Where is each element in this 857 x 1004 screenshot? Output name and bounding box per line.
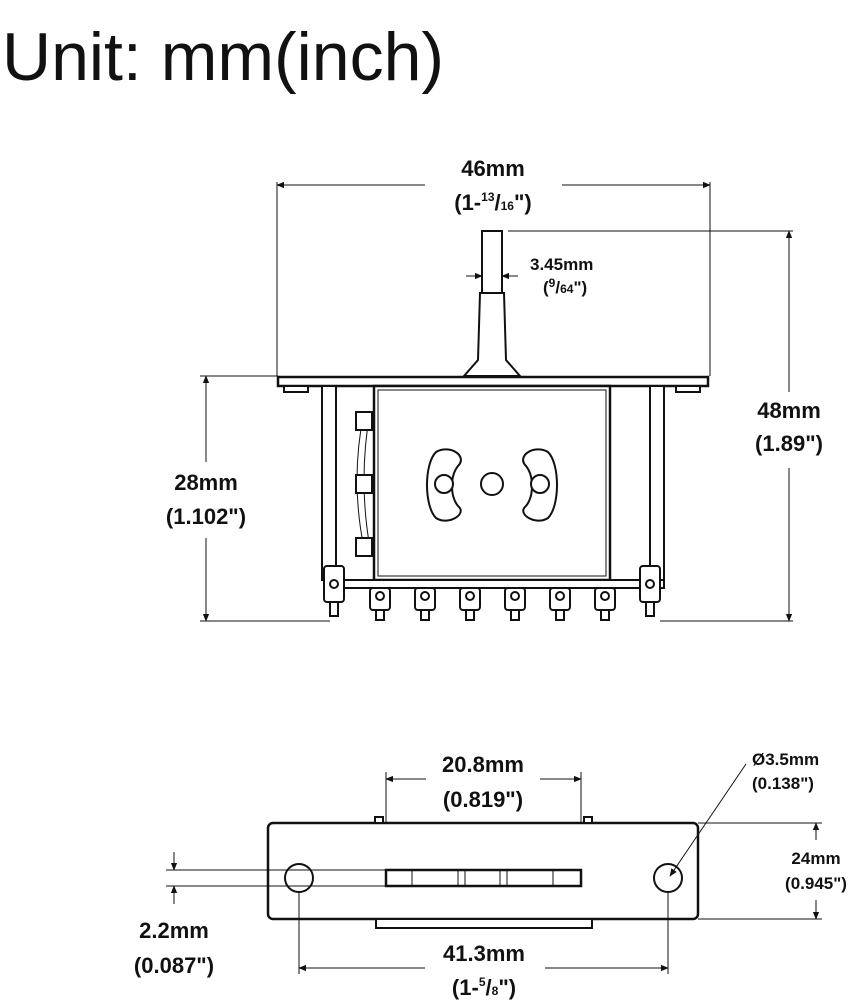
lever-mm-label: 3.45mm	[530, 255, 593, 274]
plate-underside	[375, 918, 593, 929]
plate-tab-left	[283, 385, 309, 393]
detent-bump-mid	[355, 474, 373, 494]
switch-wafer-inner	[377, 389, 607, 577]
unit-title: Unit: mm(inch)	[2, 19, 444, 95]
lever-inch-label: (9/64")	[543, 276, 587, 297]
center-pivot	[480, 472, 504, 496]
width-inch-label: (1-13/16")	[454, 190, 532, 215]
terminal	[459, 587, 481, 621]
detent-bump-top	[355, 411, 373, 431]
terminal	[414, 587, 436, 621]
side-bracket-left	[321, 385, 337, 581]
body-inch-label: (1.102")	[166, 504, 246, 529]
lever-tip	[481, 230, 503, 294]
slotwidth-mm-label: 2.2mm	[139, 918, 209, 943]
lever-slot	[384, 868, 583, 888]
depth-inch-label: (0.945")	[785, 874, 847, 893]
detent-bump-bottom	[355, 537, 373, 557]
mounting-plate	[276, 375, 710, 388]
width-mm-label: 46mm	[461, 156, 525, 181]
slot-inch-label: (0.819")	[443, 787, 523, 812]
plate-nub-right	[583, 816, 593, 824]
slotwidth-inch-label: (0.087")	[134, 953, 214, 978]
rivet-right	[530, 474, 550, 494]
terminal	[323, 565, 345, 617]
terminals	[323, 565, 661, 621]
mount-hole-right	[653, 863, 683, 893]
body-mm-label: 28mm	[174, 470, 238, 495]
side-bracket-right	[649, 385, 665, 581]
hole-leader-line	[669, 763, 747, 877]
front-view: 46mm (1-13/16") 3.45mm (9/64") 48mm (1.8…	[166, 156, 823, 622]
mount-inch-label: (1-5/8")	[452, 975, 516, 1000]
terminal	[639, 565, 661, 617]
mount-mm-label: 41.3mm	[443, 941, 525, 966]
terminal	[369, 587, 391, 621]
lever-shaft	[461, 292, 523, 377]
mount-hole-left	[284, 863, 314, 893]
rivet-left	[434, 474, 454, 494]
terminal	[549, 587, 571, 621]
height-mm-label: 48mm	[757, 398, 821, 423]
plate-tab-right	[675, 385, 701, 393]
top-view: 20.8mm (0.819") Ø3.5mm (0.138") 24mm (0.…	[134, 750, 847, 1000]
hole-inch-label: (0.138")	[752, 774, 814, 793]
terminal-base	[323, 579, 665, 589]
plate-nub-left	[374, 816, 384, 824]
depth-mm-label: 24mm	[791, 849, 840, 868]
height-inch-label: (1.89")	[755, 431, 823, 456]
terminal	[594, 587, 616, 621]
hole-mm-label: Ø3.5mm	[752, 750, 819, 769]
slot-mm-label: 20.8mm	[442, 752, 524, 777]
terminal	[504, 587, 526, 621]
